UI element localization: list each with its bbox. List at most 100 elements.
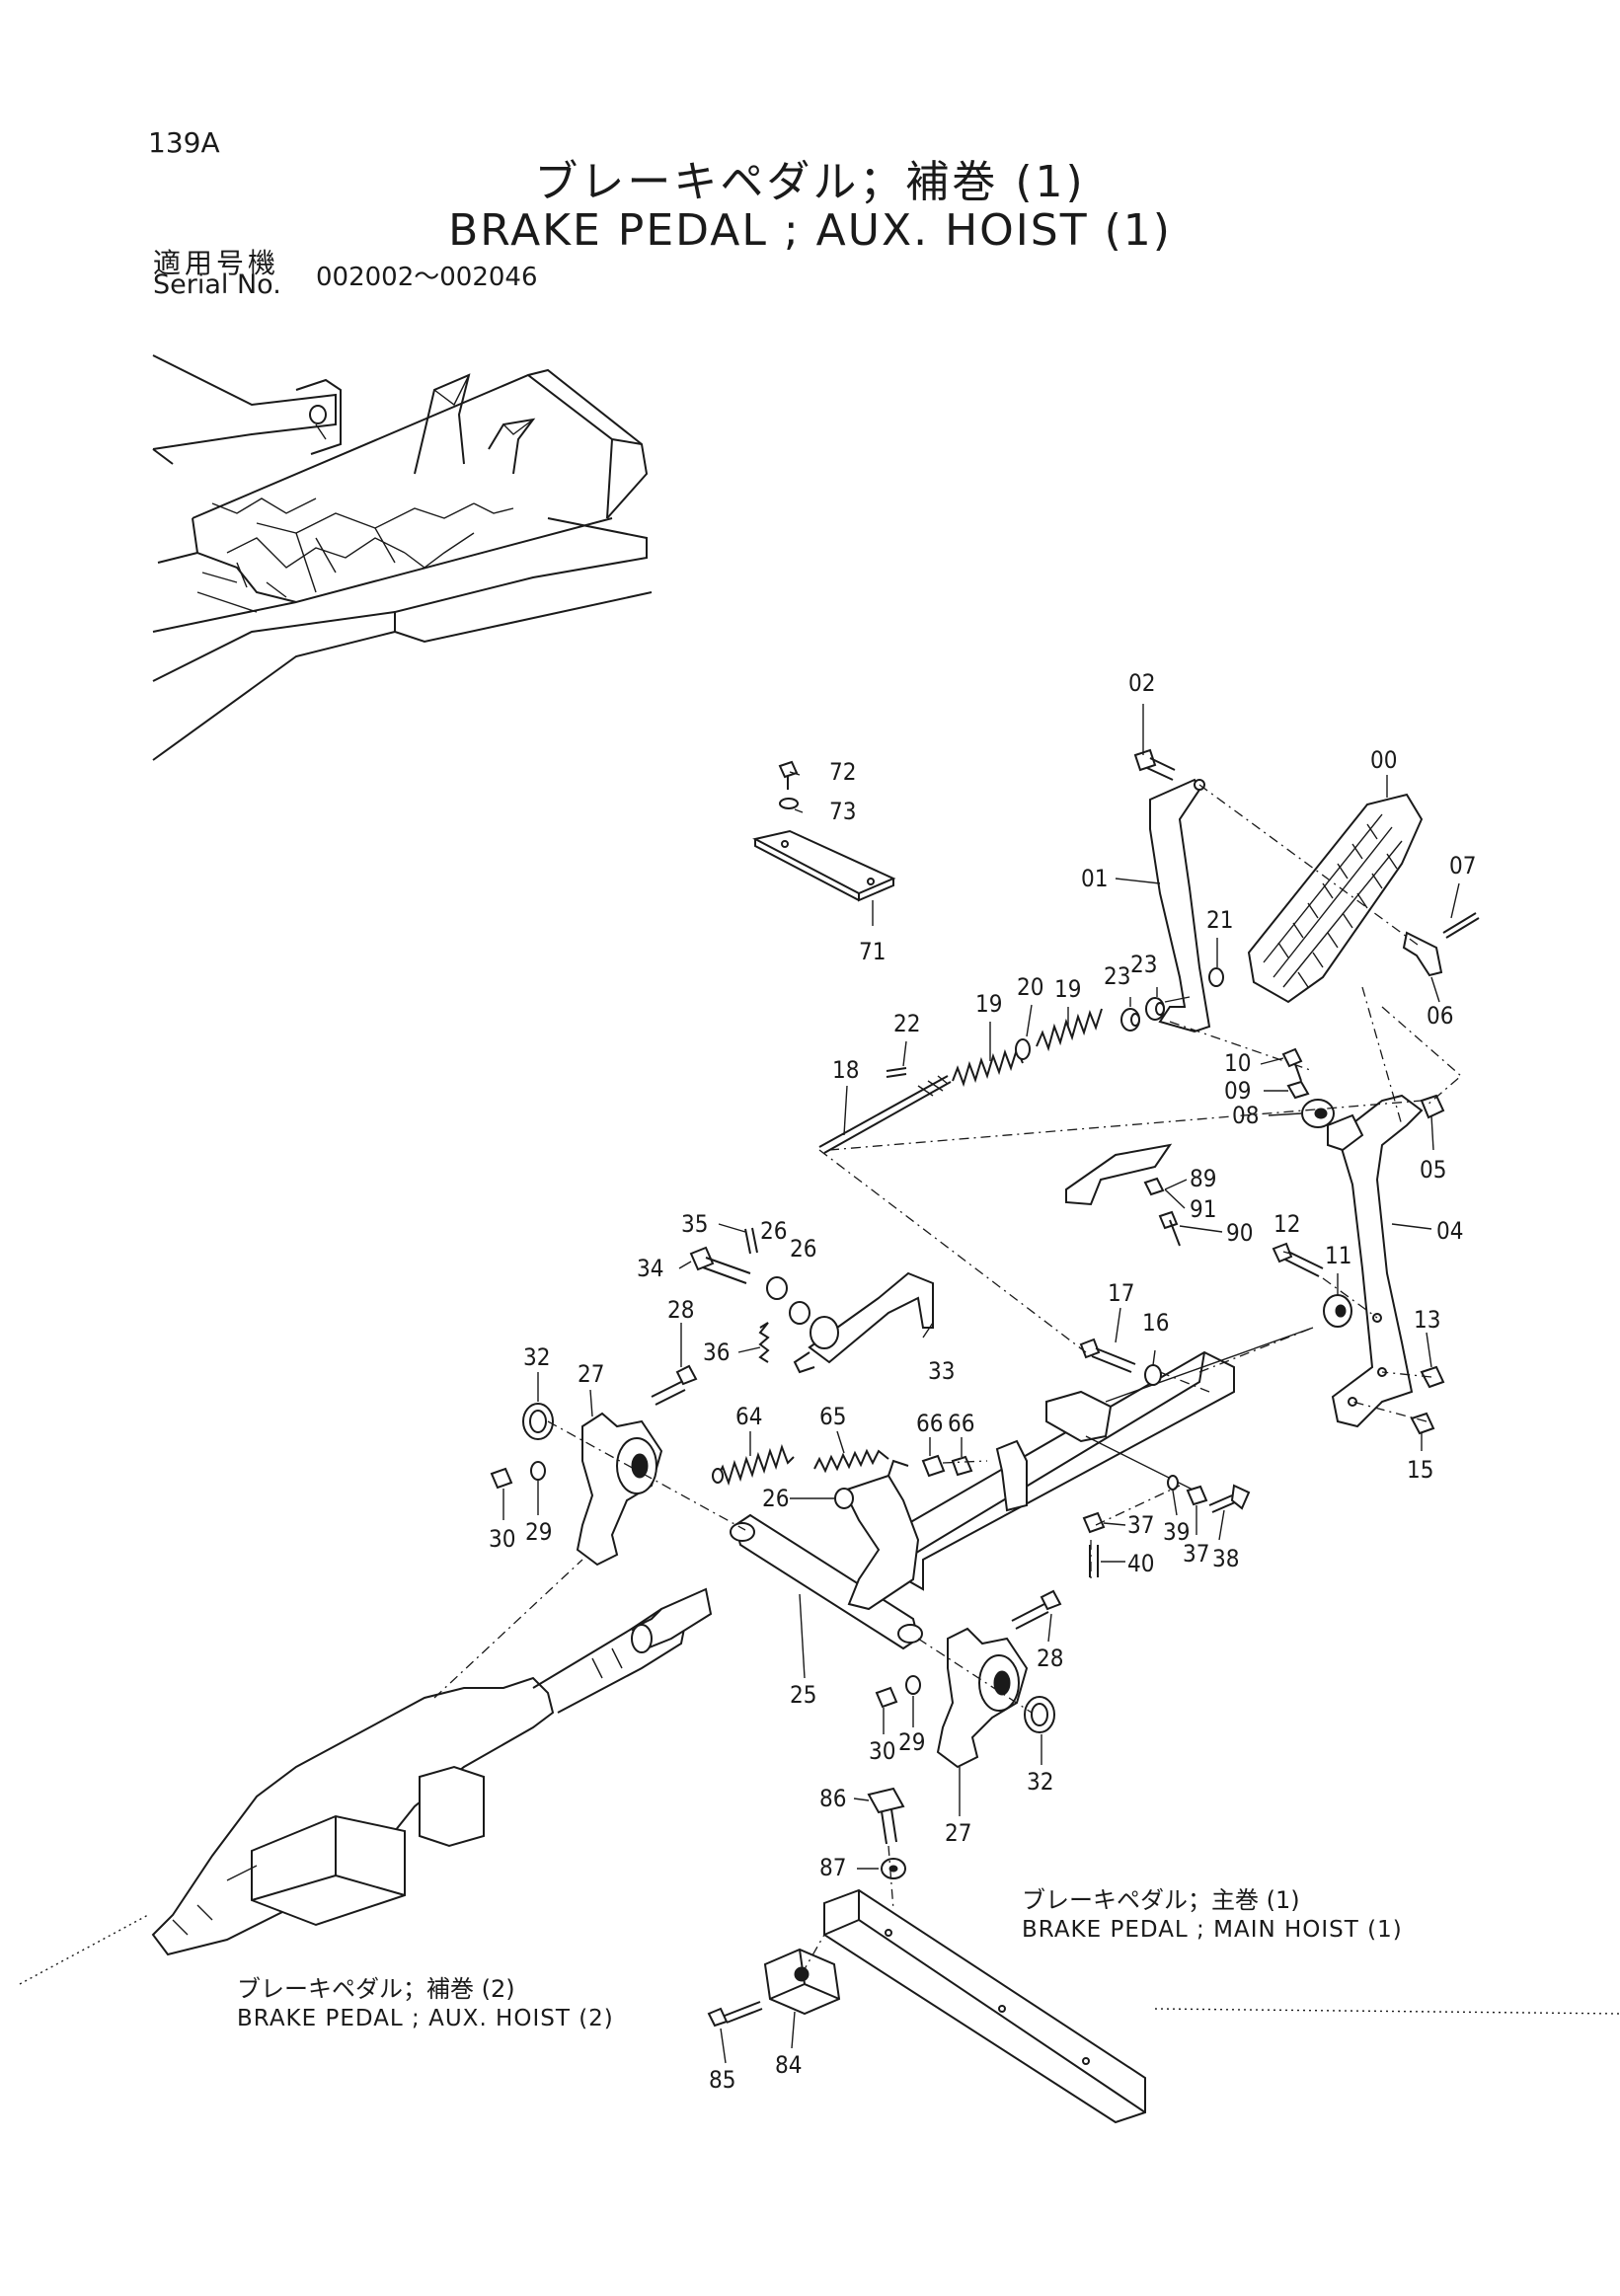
callout-37-b: 37 bbox=[1183, 1540, 1209, 1568]
callout-15: 15 bbox=[1407, 1456, 1433, 1484]
bolt-72 bbox=[778, 760, 799, 790]
page-code: 139A bbox=[148, 126, 220, 159]
callout-38: 38 bbox=[1212, 1545, 1239, 1572]
callout-32-b: 32 bbox=[1027, 1768, 1053, 1796]
callout-27-b: 27 bbox=[945, 1819, 971, 1847]
callout-87: 87 bbox=[819, 1854, 846, 1881]
callout-01: 01 bbox=[1081, 865, 1108, 892]
callout-30-b: 30 bbox=[869, 1737, 895, 1765]
callout-39: 39 bbox=[1163, 1518, 1190, 1546]
callout-28-b: 28 bbox=[1037, 1645, 1063, 1672]
cotter-35 bbox=[744, 1227, 758, 1255]
callout-10: 10 bbox=[1224, 1049, 1251, 1077]
block-84 bbox=[763, 1948, 841, 2016]
bushing-26b bbox=[789, 1301, 810, 1325]
bolt-17 bbox=[1079, 1338, 1136, 1373]
callout-23-a: 23 bbox=[1104, 962, 1130, 990]
callout-23-b: 23 bbox=[1130, 951, 1157, 978]
bushing-26a bbox=[766, 1276, 788, 1300]
leader-lines bbox=[502, 704, 1460, 2064]
bolt-28a bbox=[651, 1364, 698, 1406]
callout-28-a: 28 bbox=[667, 1296, 694, 1324]
nut-13 bbox=[1420, 1365, 1445, 1389]
callout-85: 85 bbox=[709, 2066, 735, 2094]
callout-33: 33 bbox=[928, 1357, 955, 1385]
callout-73: 73 bbox=[829, 798, 856, 825]
plate-71 bbox=[752, 829, 896, 902]
pin-06 bbox=[1402, 931, 1443, 977]
machine-overview-illustration bbox=[152, 354, 653, 761]
bushing-26c bbox=[834, 1488, 854, 1509]
callout-00: 00 bbox=[1370, 746, 1397, 774]
cushion-08 bbox=[1301, 1099, 1335, 1128]
washer-73 bbox=[779, 798, 799, 809]
callout-66-a: 66 bbox=[916, 1410, 943, 1437]
washer-87 bbox=[881, 1858, 906, 1879]
bolt-28b bbox=[1011, 1589, 1062, 1630]
spring-19b bbox=[1036, 1008, 1103, 1052]
callout-40: 40 bbox=[1127, 1550, 1154, 1577]
callout-32-a: 32 bbox=[523, 1343, 550, 1371]
callout-08: 08 bbox=[1232, 1102, 1259, 1129]
beam-main-hoist bbox=[823, 1888, 1146, 2124]
reference-main-hoist-jp: ブレーキペダル；主巻 (1) bbox=[1022, 1886, 1300, 1914]
bolt-12 bbox=[1272, 1242, 1324, 1277]
serial-label-english: Serial No. bbox=[153, 269, 281, 300]
callout-25: 25 bbox=[790, 1681, 816, 1709]
linkage-aux-hoist-2 bbox=[151, 1587, 713, 1956]
callout-02: 02 bbox=[1128, 669, 1155, 697]
cotter-pin-07 bbox=[1442, 912, 1480, 939]
callout-04: 04 bbox=[1436, 1217, 1463, 1245]
nut-09 bbox=[1286, 1080, 1310, 1100]
spring-64 bbox=[712, 1443, 795, 1487]
callout-27-a: 27 bbox=[578, 1360, 604, 1388]
spring-65 bbox=[813, 1448, 889, 1474]
nut-30a bbox=[490, 1467, 513, 1490]
callout-20: 20 bbox=[1017, 973, 1043, 1001]
callout-72: 72 bbox=[829, 758, 856, 786]
bearing-unit-27a bbox=[576, 1412, 663, 1567]
bracket-89 bbox=[1065, 1143, 1173, 1206]
callout-66-b: 66 bbox=[948, 1410, 974, 1437]
callout-07: 07 bbox=[1449, 852, 1476, 880]
callout-26-a: 26 bbox=[760, 1217, 787, 1245]
callout-89: 89 bbox=[1190, 1165, 1216, 1192]
callout-labels: 02 00 07 01 21 23 23 06 72 73 71 19 20 1… bbox=[489, 669, 1476, 2094]
washer-39 bbox=[1167, 1475, 1179, 1491]
callout-71: 71 bbox=[859, 938, 886, 965]
stud-40 bbox=[1089, 1545, 1099, 1577]
callout-21: 21 bbox=[1206, 906, 1233, 934]
callout-37-a: 37 bbox=[1127, 1511, 1154, 1539]
callout-29-b: 29 bbox=[898, 1728, 925, 1756]
bracket-04 bbox=[1327, 1094, 1424, 1428]
callout-26-b: 26 bbox=[790, 1235, 816, 1263]
callout-84: 84 bbox=[775, 2051, 802, 2079]
lever-33 bbox=[793, 1271, 934, 1374]
spring-36 bbox=[758, 1322, 770, 1363]
bolt-90 bbox=[1158, 1210, 1181, 1247]
callout-35: 35 bbox=[681, 1210, 708, 1238]
bolt-10 bbox=[1281, 1047, 1303, 1082]
yoke-66 bbox=[921, 1454, 973, 1478]
callout-19-a: 19 bbox=[975, 990, 1002, 1018]
stopper-11 bbox=[1323, 1294, 1352, 1328]
pedal-arm-01 bbox=[1149, 778, 1211, 1033]
callout-12: 12 bbox=[1273, 1210, 1300, 1238]
title-japanese: ブレーキペダル；補巻 (1) bbox=[534, 157, 1086, 207]
rubber-stop-05 bbox=[1420, 1094, 1445, 1119]
nut-37a bbox=[1082, 1511, 1106, 1534]
serial-label-japanese: 適用号機 bbox=[153, 247, 280, 279]
spring-19a bbox=[952, 1046, 1024, 1088]
callout-22: 22 bbox=[893, 1010, 920, 1037]
washer-20 bbox=[1015, 1038, 1031, 1060]
title-english: BRAKE PEDAL ; AUX. HOIST (1) bbox=[448, 205, 1172, 256]
callout-26-c: 26 bbox=[762, 1485, 789, 1512]
callout-36: 36 bbox=[703, 1339, 730, 1366]
serial-range: 002002～002046 bbox=[316, 263, 538, 292]
bolt-86 bbox=[867, 1787, 905, 1845]
nut-91 bbox=[1143, 1177, 1165, 1196]
lever-arm-main bbox=[842, 1459, 920, 1611]
reference-aux-hoist-2-jp: ブレーキペダル；補巻 (2) bbox=[237, 1975, 515, 2003]
callout-30-a: 30 bbox=[489, 1525, 515, 1553]
